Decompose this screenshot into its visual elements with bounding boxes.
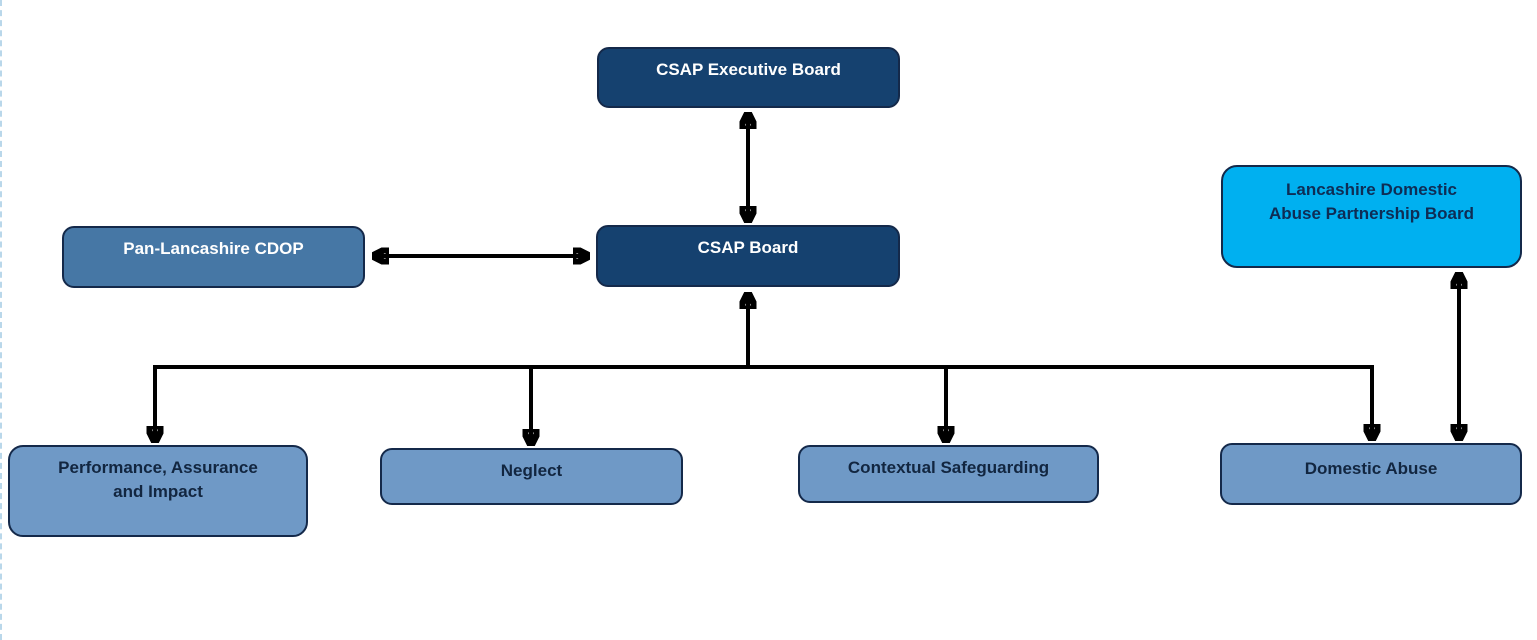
node-csap-executive-board: CSAP Executive Board	[597, 47, 900, 108]
node-lancashire-domestic-abuse-partnership-board: Lancashire Domestic Abuse Partnership Bo…	[1221, 165, 1522, 268]
node-label: Performance, Assurance and Impact	[58, 458, 258, 501]
node-label: Contextual Safeguarding	[847, 458, 1050, 477]
node-label: Lancashire Domestic Abuse Partnership Bo…	[1269, 180, 1474, 223]
page-edge-divider	[0, 0, 2, 640]
node-label: CSAP Executive Board	[656, 60, 841, 79]
node-pan-lancashire-cdop: Pan-Lancashire CDOP	[62, 226, 365, 288]
node-domestic-abuse: Domestic Abuse	[1220, 443, 1522, 505]
node-label: Domestic Abuse	[1304, 459, 1438, 478]
node-performance-assurance-and-impact: Performance, Assurance and Impact	[8, 445, 308, 537]
node-csap-board: CSAP Board	[596, 225, 900, 287]
node-label: CSAP Board	[697, 238, 799, 257]
node-label: Pan-Lancashire CDOP	[123, 239, 304, 258]
node-label: Neglect	[500, 461, 563, 480]
node-neglect: Neglect	[380, 448, 683, 505]
node-contextual-safeguarding: Contextual Safeguarding	[798, 445, 1099, 503]
